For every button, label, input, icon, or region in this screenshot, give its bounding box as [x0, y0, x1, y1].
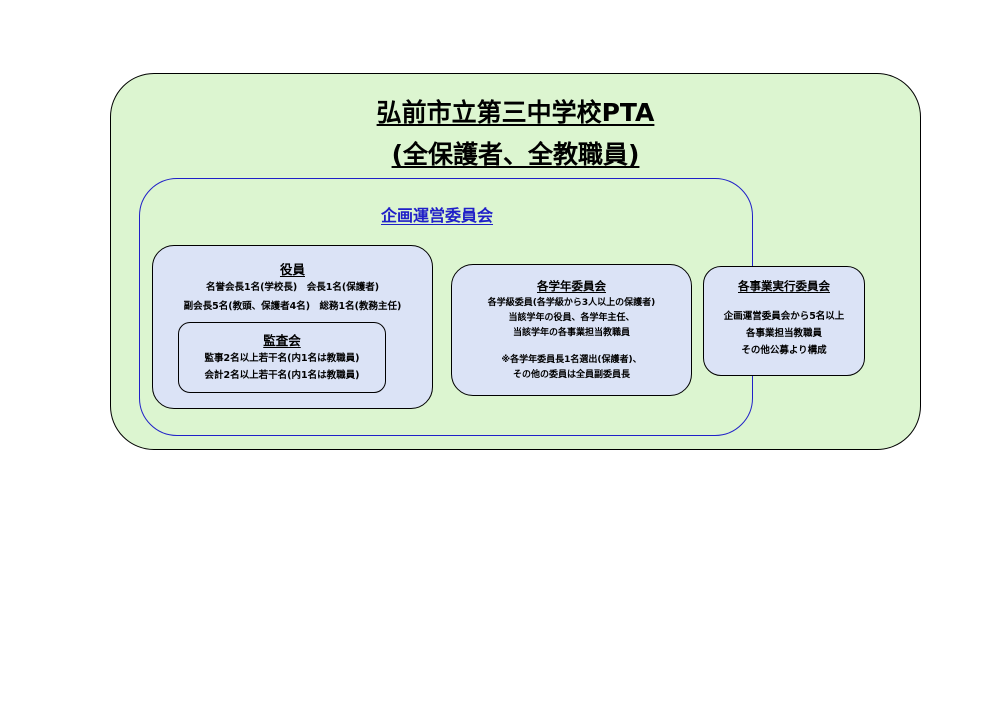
audit-box [178, 322, 386, 393]
pta-title: 弘前市立第三中学校PTA [376, 98, 655, 127]
grade-committee-line: 各学級委員(各学級から3人以上の保護者) [487, 298, 656, 308]
event-committee-heading: 各事業実行委員会 [738, 279, 830, 293]
audit-line: 監事2名以上若干名(内1名は教職員) [204, 353, 360, 364]
officers-heading: 役員 [279, 262, 305, 277]
grade-committee-note: ※各学年委員長1名選出(保護者)、 [501, 355, 642, 365]
event-committee-box [703, 266, 865, 376]
audit-heading: 監査会 [263, 333, 301, 348]
officers-line: 名誉会長1名(学校長) 会長1名(保護者) [205, 282, 380, 293]
grade-committee-line: 当該学年の役員、各学年主任、 [508, 313, 635, 323]
grade-committee-box [451, 264, 692, 396]
grade-committee-line: 当該学年の各事業担当教職員 [512, 328, 630, 338]
grade-committee-heading: 各学年委員会 [537, 279, 606, 293]
event-committee-line: その他公募より構成 [741, 345, 827, 356]
grade-committee-note: その他の委員は全員副委員長 [512, 370, 630, 380]
officers-line: 副会長5名(教頭、保護者4名) 総務1名(教務主任) [183, 301, 402, 312]
audit-line: 会計2名以上若干名(内1名は教職員) [204, 370, 360, 381]
planning-committee-label: 企画運営委員会 [381, 206, 494, 225]
pta-subtitle: (全保護者、全教職員) [391, 140, 640, 169]
event-committee-line: 各事業担当教職員 [745, 328, 822, 339]
event-committee-line: 企画運営委員会から5名以上 [723, 311, 845, 322]
